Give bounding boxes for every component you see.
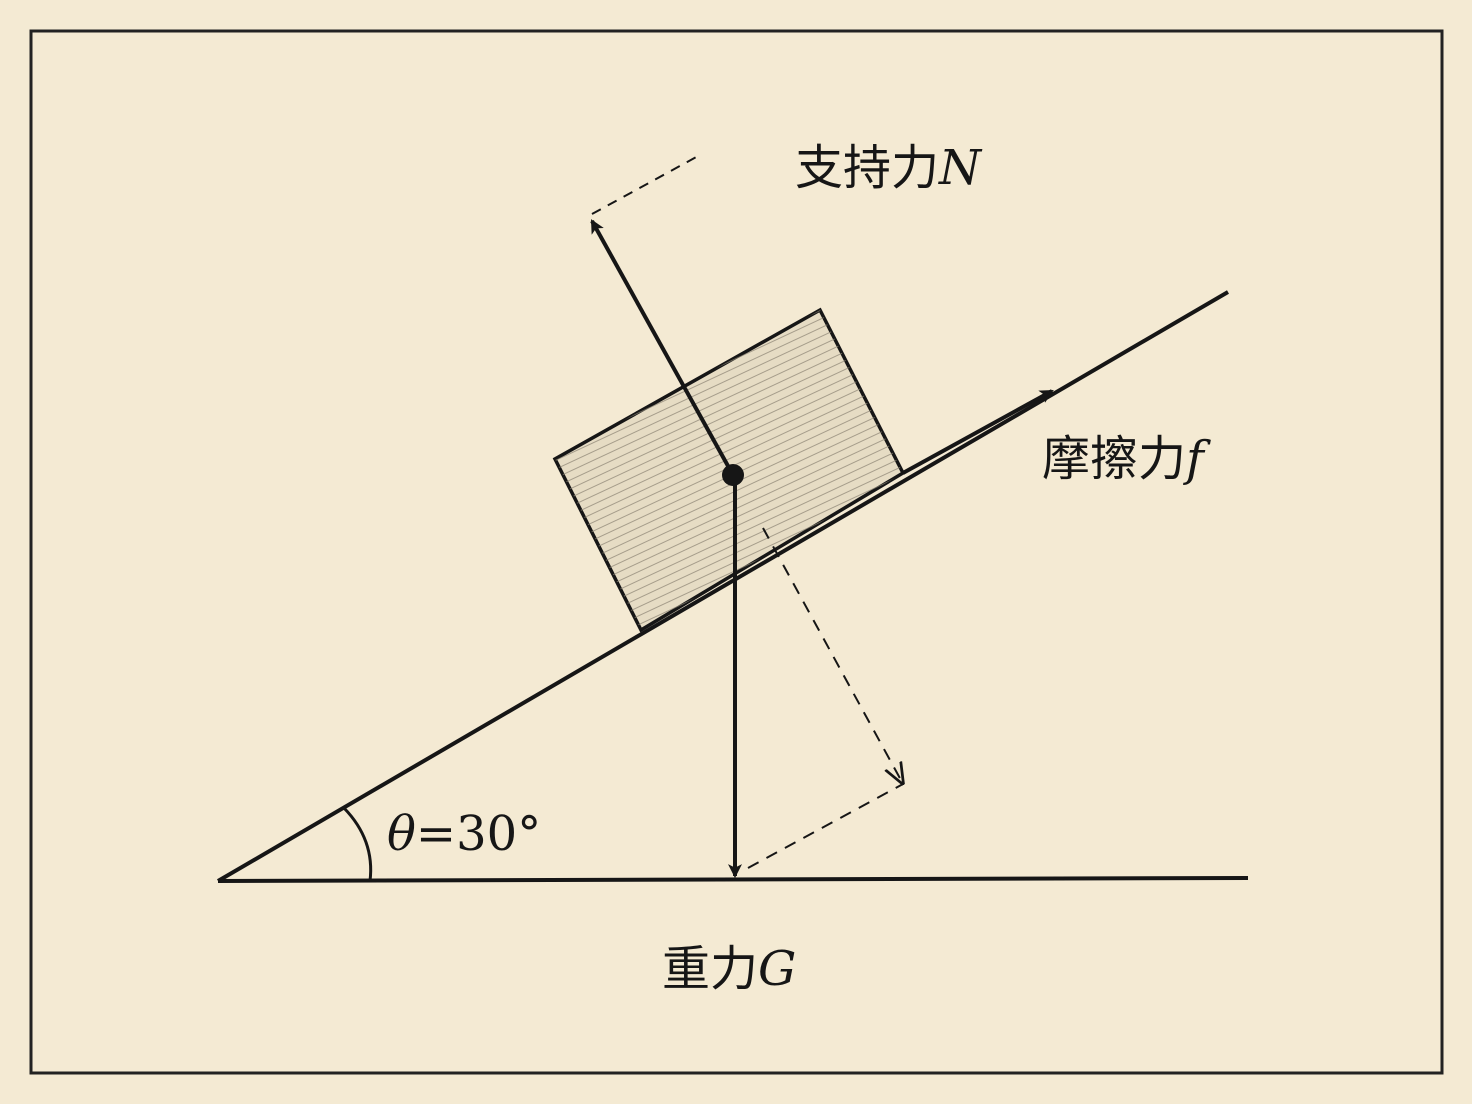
friction-force-label-text: 摩擦力: [1042, 431, 1186, 487]
normal-force-symbol: N: [938, 140, 983, 196]
normal-force-label: 支持力N: [795, 140, 983, 196]
friction-force-arrow: [902, 389, 1054, 475]
gravity-component-parallel-dashed: [762, 527, 902, 782]
gravity-symbol: G: [758, 941, 796, 997]
gravity-label-text: 重力: [662, 941, 758, 997]
angle-symbol: θ: [387, 806, 416, 862]
incline-line: [216, 290, 1230, 883]
normal-force-label-text: 支持力: [795, 140, 939, 196]
angle-arc: [342, 806, 373, 882]
frame-border: [29, 29, 1444, 1075]
center-of-mass-dot: [722, 464, 744, 486]
ground-line: [217, 876, 1249, 883]
angle-label: θ=30°: [387, 806, 541, 862]
gravity-label: 重力G: [662, 941, 796, 997]
friction-force-label: 摩擦力f: [1042, 431, 1211, 487]
normal-force-arrow: [590, 219, 735, 476]
normal-force-guide-dashed: [591, 154, 701, 215]
gravity-component-closing-dashed: [747, 783, 904, 869]
angle-value: =30°: [416, 806, 541, 862]
